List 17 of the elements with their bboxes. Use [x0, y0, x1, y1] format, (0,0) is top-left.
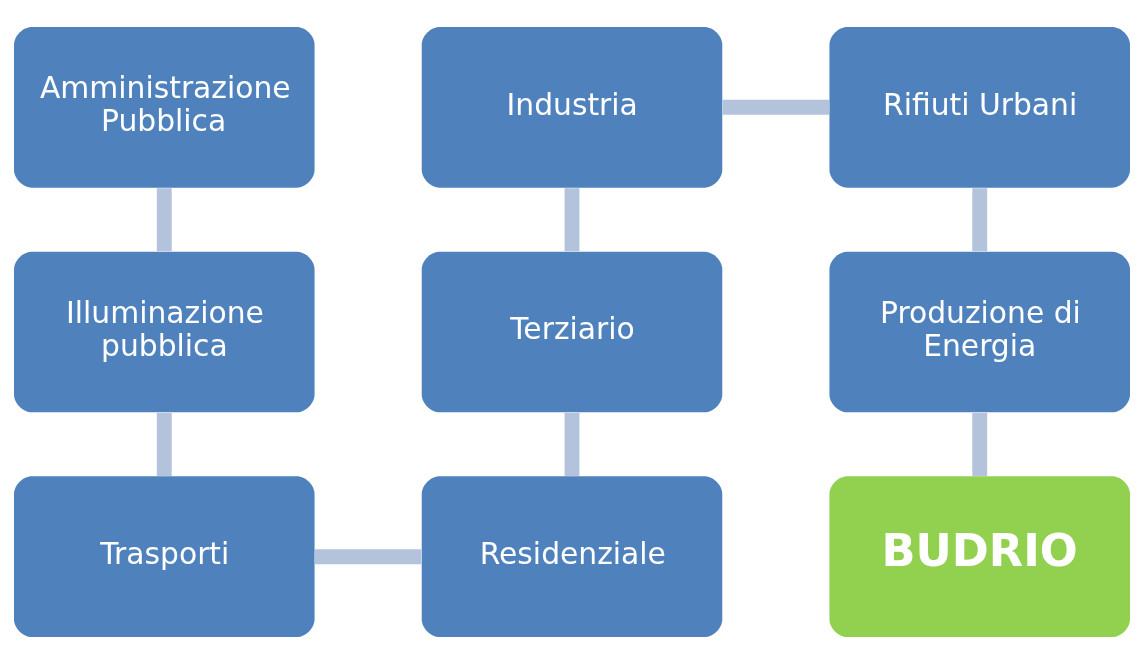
connector — [564, 188, 580, 252]
connector — [564, 412, 580, 476]
connector — [972, 188, 988, 252]
connector — [156, 188, 172, 252]
node-box: Trasporti — [14, 476, 315, 638]
connector — [156, 412, 172, 476]
connector — [722, 99, 829, 115]
node-box: Illuminazione pubblica — [14, 251, 315, 413]
node-box: Amministrazione Pubblica — [14, 26, 315, 188]
node-box: Residenziale — [421, 476, 723, 638]
node-box: BUDRIO — [829, 476, 1130, 638]
node-box: Produzione di Energia — [829, 251, 1130, 413]
node-box: Rifiuti Urbani — [829, 26, 1130, 188]
connector — [972, 412, 988, 476]
connector — [314, 549, 422, 565]
node-box: Terziario — [421, 251, 723, 413]
node-box: Industria — [421, 26, 723, 188]
